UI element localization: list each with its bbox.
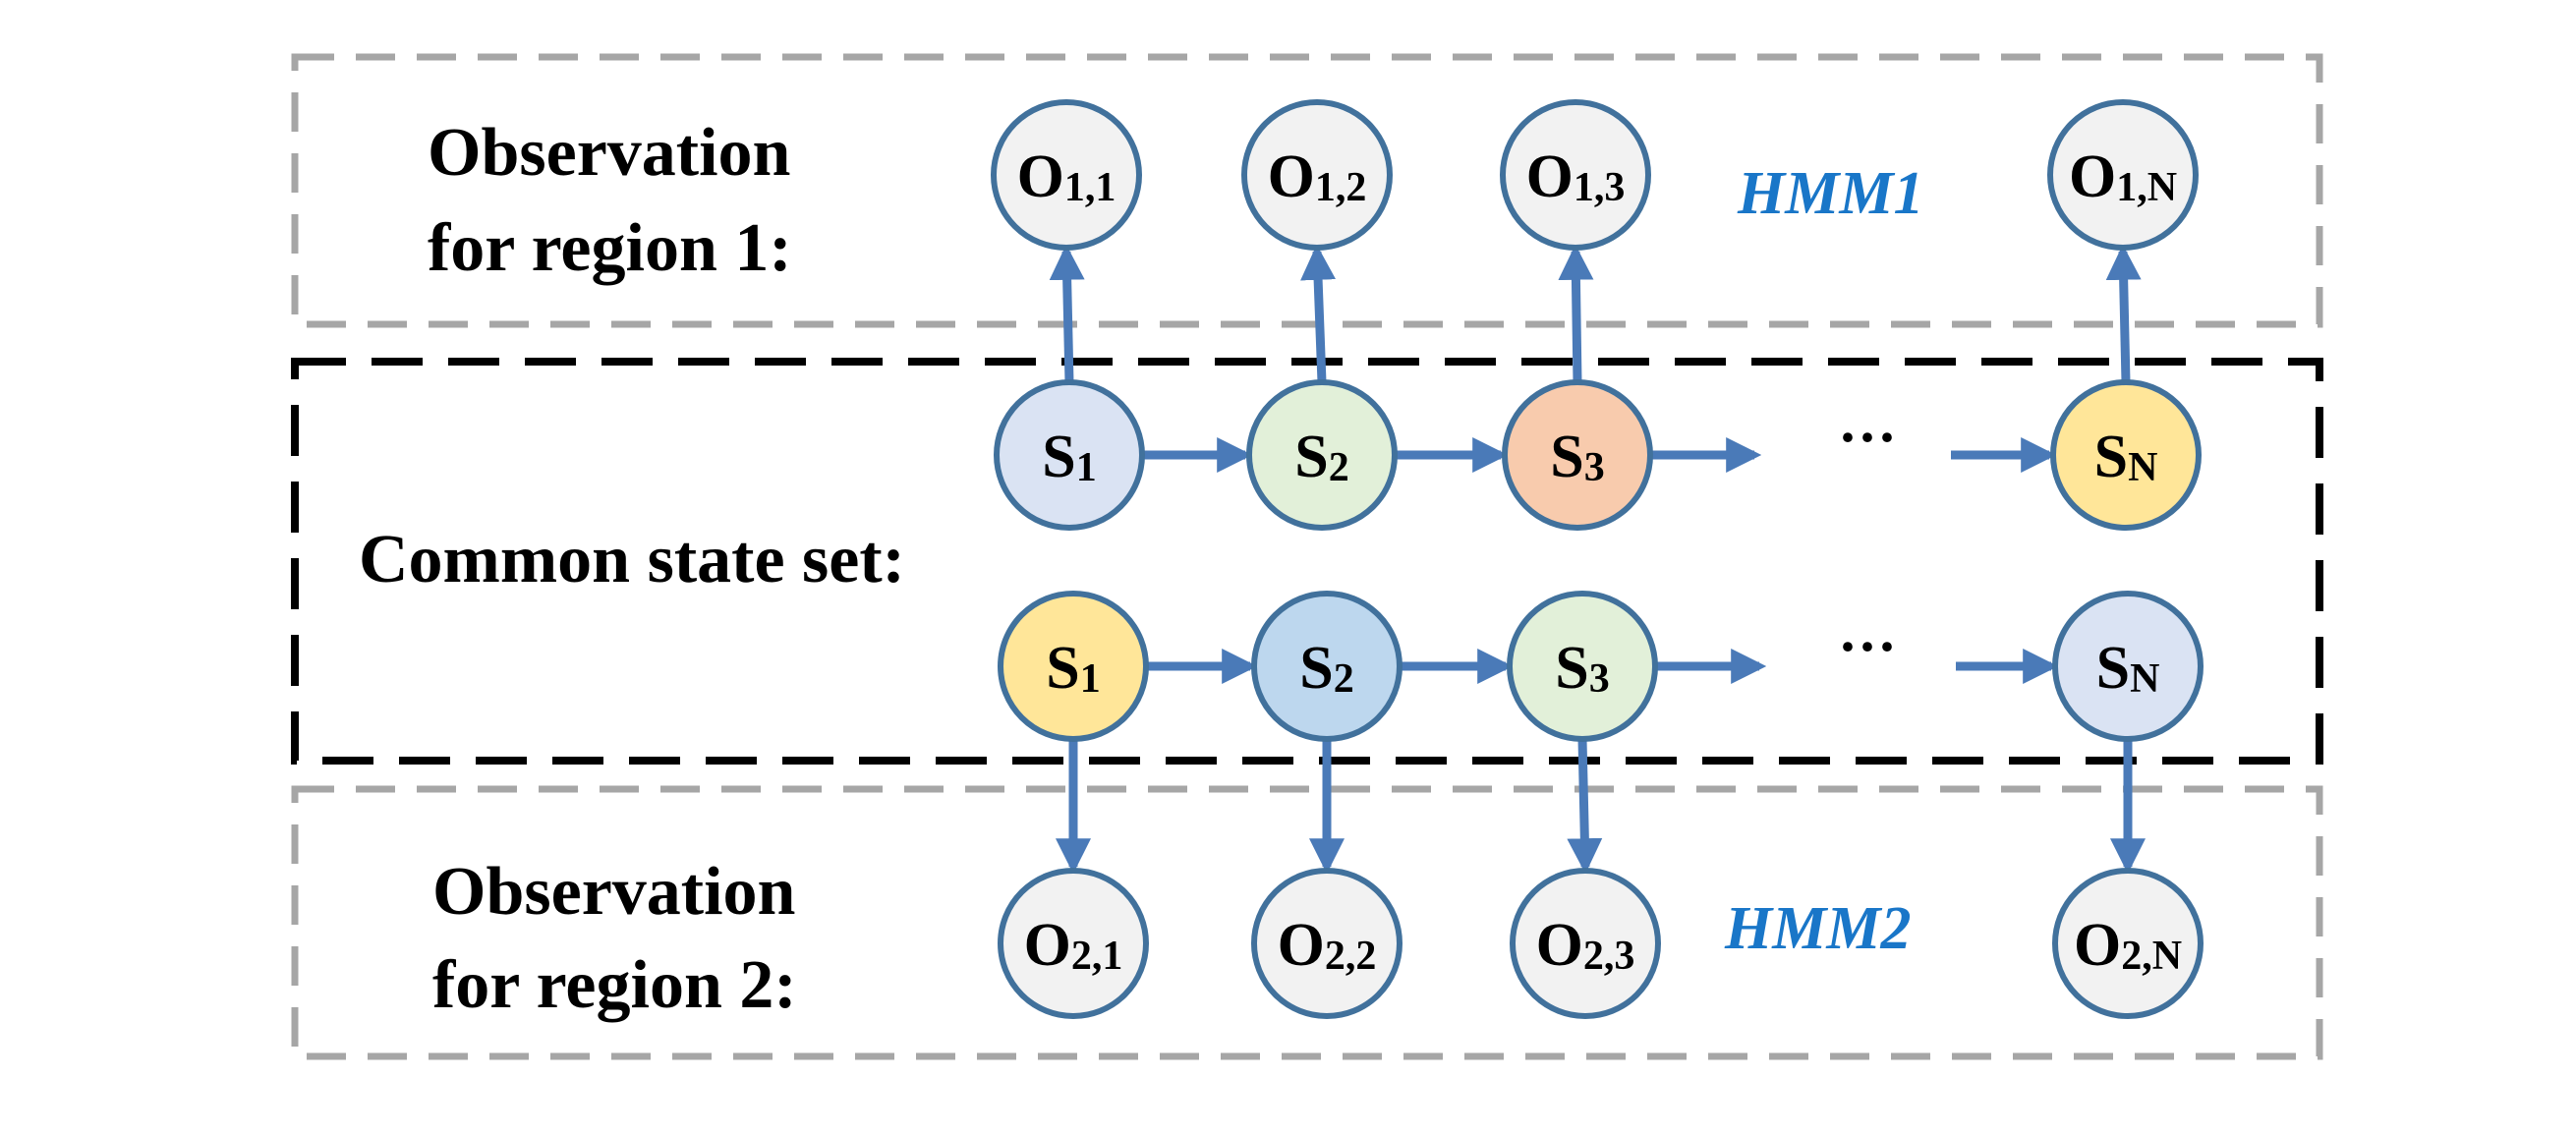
obs1-node-1: O1,1 <box>991 99 1142 251</box>
state2-node-4: SN <box>2052 591 2204 742</box>
region1-box <box>291 53 2323 328</box>
arrow-down-3 <box>1567 738 1603 875</box>
state1-node-circle <box>1502 379 1653 531</box>
obs2-node-label: O2,2 <box>1278 912 1377 979</box>
state2-node-3: S3 <box>1507 591 1658 742</box>
obs1-node-circle <box>1500 99 1651 251</box>
ellipsis-bottom: ··· <box>1838 614 1897 679</box>
obs2-node-label: O2,3 <box>1536 912 1635 979</box>
region1-label-line2: for region 1: <box>428 210 792 286</box>
obs1-node-label: O1,2 <box>1268 143 1367 210</box>
state1-node-label: SN <box>2094 424 2158 490</box>
obs2-node-circle <box>998 868 1149 1019</box>
state2-node-circle <box>1507 591 1658 742</box>
state1-node-1: S1 <box>994 379 1145 531</box>
connectors <box>1049 244 2146 875</box>
obs1-node-label: O1,N <box>2069 143 2177 210</box>
obs2-node-circle <box>2052 868 2204 1019</box>
obs2-node-4: O2,N <box>2052 868 2204 1019</box>
obs2-node-label: O2,N <box>2074 912 2182 979</box>
region2-box <box>291 785 2323 1060</box>
region2-label-line2: for region 2: <box>432 947 797 1023</box>
ellipsis-top: ··· <box>1838 405 1897 470</box>
state1-node-label: S1 <box>1042 424 1096 490</box>
hmm1-label: HMM1 <box>1737 160 1923 227</box>
obs1-node-circle <box>1241 99 1393 251</box>
obs2-node-2: O2,2 <box>1251 868 1402 1019</box>
obs2-node-3: O2,3 <box>1510 868 1661 1019</box>
state1-node-4: SN <box>2050 379 2202 531</box>
obs1-node-3: O1,3 <box>1500 99 1651 251</box>
common-state-box <box>291 358 2323 765</box>
state1-node-circle <box>994 379 1145 531</box>
obs1-node-circle <box>991 99 1142 251</box>
state1-node-3: S3 <box>1502 379 1653 531</box>
state2-node-circle <box>998 591 1149 742</box>
obs1-node-label: O1,3 <box>1526 143 1626 210</box>
region2-label-line1: Observation <box>432 854 795 930</box>
obs1-node-2: O1,2 <box>1241 99 1393 251</box>
state1-node-label: S3 <box>1550 424 1604 490</box>
state2-node-circle <box>1251 591 1402 742</box>
obs1-node-label: O1,1 <box>1017 143 1116 210</box>
state2-node-circle <box>2052 591 2204 742</box>
obs2-node-label: O2,1 <box>1024 912 1123 979</box>
state1-node-2: S2 <box>1246 379 1398 531</box>
arrow-up-4 <box>2105 244 2142 383</box>
state2-node-label: S2 <box>1299 635 1353 702</box>
arrow-up-2 <box>1300 244 1337 383</box>
state2-node-label: S1 <box>1046 635 1100 702</box>
state1-node-circle <box>2050 379 2202 531</box>
state2-node-1: S1 <box>998 591 1149 742</box>
state1-node-label: S2 <box>1294 424 1348 490</box>
obs1-node-circle <box>2047 99 2199 251</box>
obs2-node-1: O2,1 <box>998 868 1149 1019</box>
obs2-node-circle <box>1510 868 1661 1019</box>
obs1-node-4: O1,N <box>2047 99 2199 251</box>
arrow-up-3 <box>1558 244 1594 383</box>
state2-node-2: S2 <box>1251 591 1402 742</box>
state1-node-circle <box>1246 379 1398 531</box>
obs2-node-circle <box>1251 868 1402 1019</box>
arrow-up-1 <box>1049 244 1085 383</box>
region1-label-line1: Observation <box>428 115 790 191</box>
state2-node-label: S3 <box>1555 635 1609 702</box>
common-state-label: Common state set: <box>359 522 905 597</box>
state2-node-label: SN <box>2096 635 2160 702</box>
hmm2-label: HMM2 <box>1724 895 1911 962</box>
